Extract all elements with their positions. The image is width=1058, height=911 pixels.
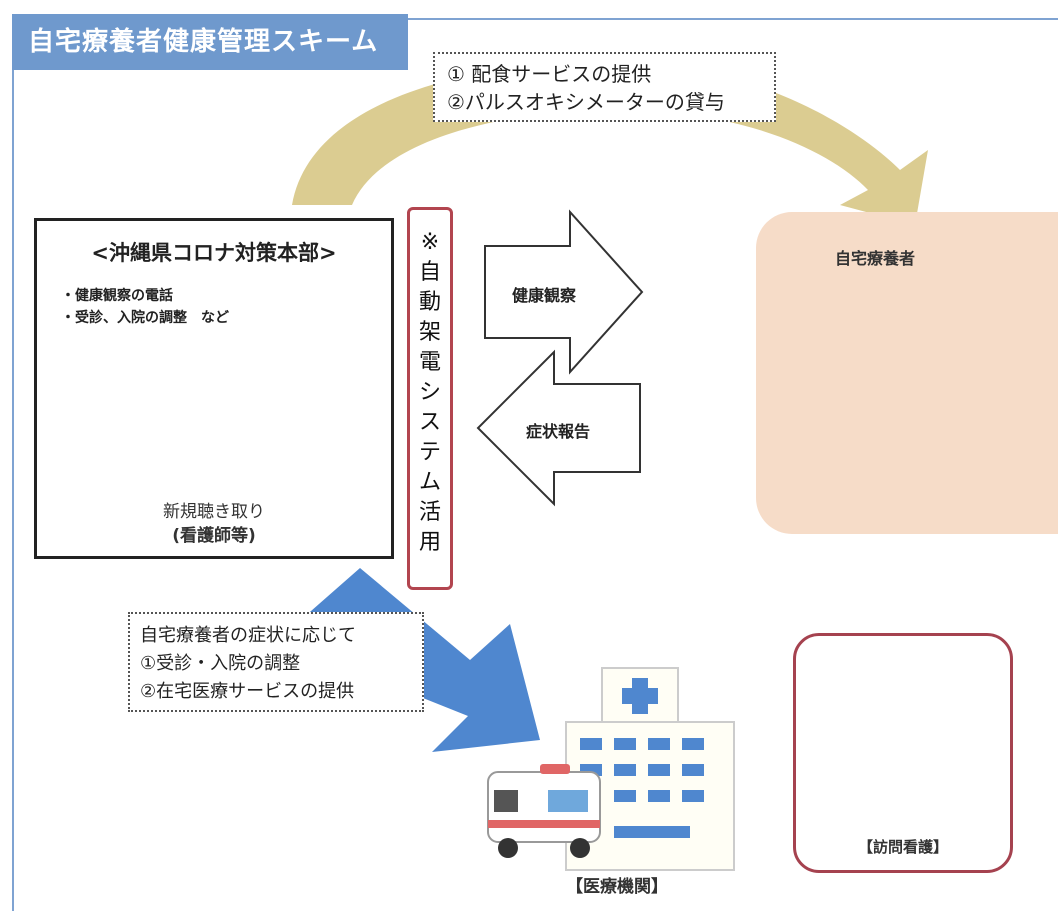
middle-note-line-1: 自宅療養者の症状に応じて: [140, 625, 356, 646]
frame-top-line: [408, 18, 1058, 20]
middle-note: 自宅療養者の症状に応じて ①受診・入院の調整 ②在宅医療サービスの提供: [128, 612, 424, 712]
patients-panel: [756, 212, 1058, 534]
top-note-line-1: ① 配食サービスの提供: [447, 62, 652, 86]
system-char: ス: [418, 410, 441, 435]
symptom-report-label: 症状報告: [526, 422, 591, 441]
visiting-nursing-label: 【訪問看護】: [857, 838, 948, 856]
ambulance-illustration: [487, 764, 601, 858]
system-char: 自: [418, 260, 441, 285]
system-char: 架: [418, 320, 441, 345]
hq-caption-2: (看護師等): [172, 526, 256, 546]
health-observation-arrow: [484, 209, 644, 375]
hq-bullet-1: ・健康観察の電話: [61, 288, 173, 304]
symptom-report-arrow: [476, 349, 641, 507]
hq-caption-1: 新規聴き取り: [163, 502, 265, 522]
health-observation-label: 健康観察: [512, 286, 577, 305]
middle-note-line-3: ②在宅医療サービスの提供: [140, 681, 355, 702]
system-char: 動: [418, 290, 441, 315]
patients-label: 自宅療養者: [835, 249, 916, 268]
system-char: 電: [418, 350, 441, 375]
frame-left-line: [12, 70, 14, 911]
system-char: 活: [418, 500, 441, 525]
system-char: ※: [420, 230, 440, 255]
hq-box: <沖縄県コロナ対策本部> ・健康観察の電話 ・受診、入院の調整 など 新規聴き取…: [34, 218, 394, 559]
system-char: テ: [418, 440, 441, 465]
middle-note-line-2: ①受診・入院の調整: [140, 653, 301, 674]
system-char: シ: [418, 380, 441, 405]
medical-institution-label: 【医療機関】: [566, 877, 668, 897]
system-char: 用: [418, 530, 441, 555]
visiting-nursing-box: 【訪問看護】: [793, 633, 1013, 873]
top-note-line-2: ②パルスオキシメーターの貸与: [447, 90, 725, 114]
system-char: ム: [418, 470, 441, 495]
diagram-title: 自宅療養者健康管理スキーム: [12, 14, 408, 70]
auto-call-system-box: ※ 自 動 架 電 シ ス テ ム 活 用: [407, 207, 453, 590]
hq-bullet-2: ・受診、入院の調整 など: [61, 310, 229, 326]
auto-call-system-text: ※ 自 動 架 電 シ ス テ ム 活 用: [410, 228, 450, 558]
top-note: ① 配食サービスの提供 ②パルスオキシメーターの貸与: [433, 52, 776, 122]
hq-title: <沖縄県コロナ対策本部>: [91, 241, 337, 265]
